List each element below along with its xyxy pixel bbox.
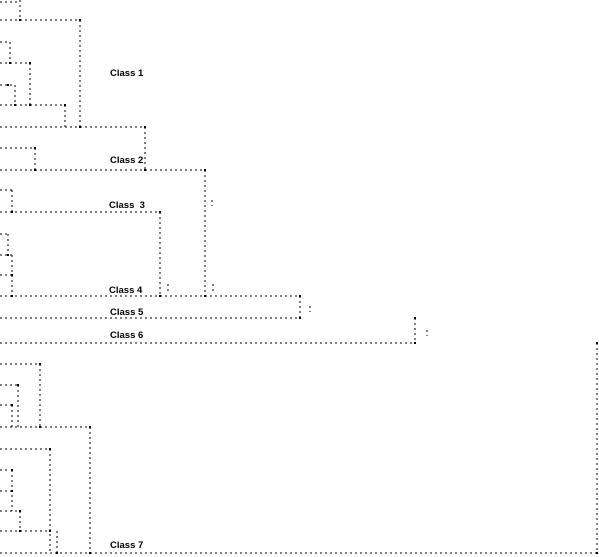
node-dot: [14, 104, 16, 106]
node-dot: [11, 469, 13, 471]
class-5-label: Class 5: [110, 307, 144, 318]
node-dot: [7, 254, 9, 256]
class-3-label: Class 3: [109, 200, 145, 211]
node-dot: [159, 295, 161, 297]
node-dot: [299, 295, 301, 297]
node-dot: [17, 384, 19, 386]
node-dot: [56, 552, 58, 554]
class-1-label: Class 1: [110, 68, 144, 79]
node-dot: [204, 295, 206, 297]
node-dot: [49, 448, 51, 450]
class-2-label: Class 2: [110, 155, 144, 166]
node-dot: [11, 490, 13, 492]
class-7-label: Class 7: [110, 540, 144, 551]
node-dot: [49, 530, 51, 532]
node-dot: [144, 169, 146, 171]
node-dot: [19, 530, 21, 532]
class-4-label: Class 4: [109, 285, 143, 296]
node-dot: [9, 62, 11, 64]
node-dot: [89, 426, 91, 428]
node-dot: [7, 84, 9, 86]
node-dot: [29, 104, 31, 106]
node-dot: [34, 147, 36, 149]
node-dot: [79, 19, 81, 21]
node-dot: [596, 342, 598, 344]
node-dot: [414, 342, 416, 344]
node-dot: [39, 426, 41, 428]
node-dot: [11, 295, 13, 297]
node-dot: [89, 552, 91, 554]
node-dot: [11, 274, 13, 276]
node-dot: [11, 404, 13, 406]
node-dot: [29, 62, 31, 64]
node-dot: [19, 510, 21, 512]
node-dot: [299, 317, 301, 319]
node-dot: [19, 19, 21, 21]
node-dot: [596, 552, 598, 554]
node-dot: [79, 126, 81, 128]
class-6-label: Class 6: [110, 330, 144, 341]
node-dot: [34, 169, 36, 171]
node-dot: [414, 317, 416, 319]
node-dot: [11, 211, 13, 213]
node-dot: [159, 211, 161, 213]
node-dot: [39, 363, 41, 365]
node-dot: [64, 104, 66, 106]
node-dot: [204, 169, 206, 171]
node-dot: [144, 126, 146, 128]
